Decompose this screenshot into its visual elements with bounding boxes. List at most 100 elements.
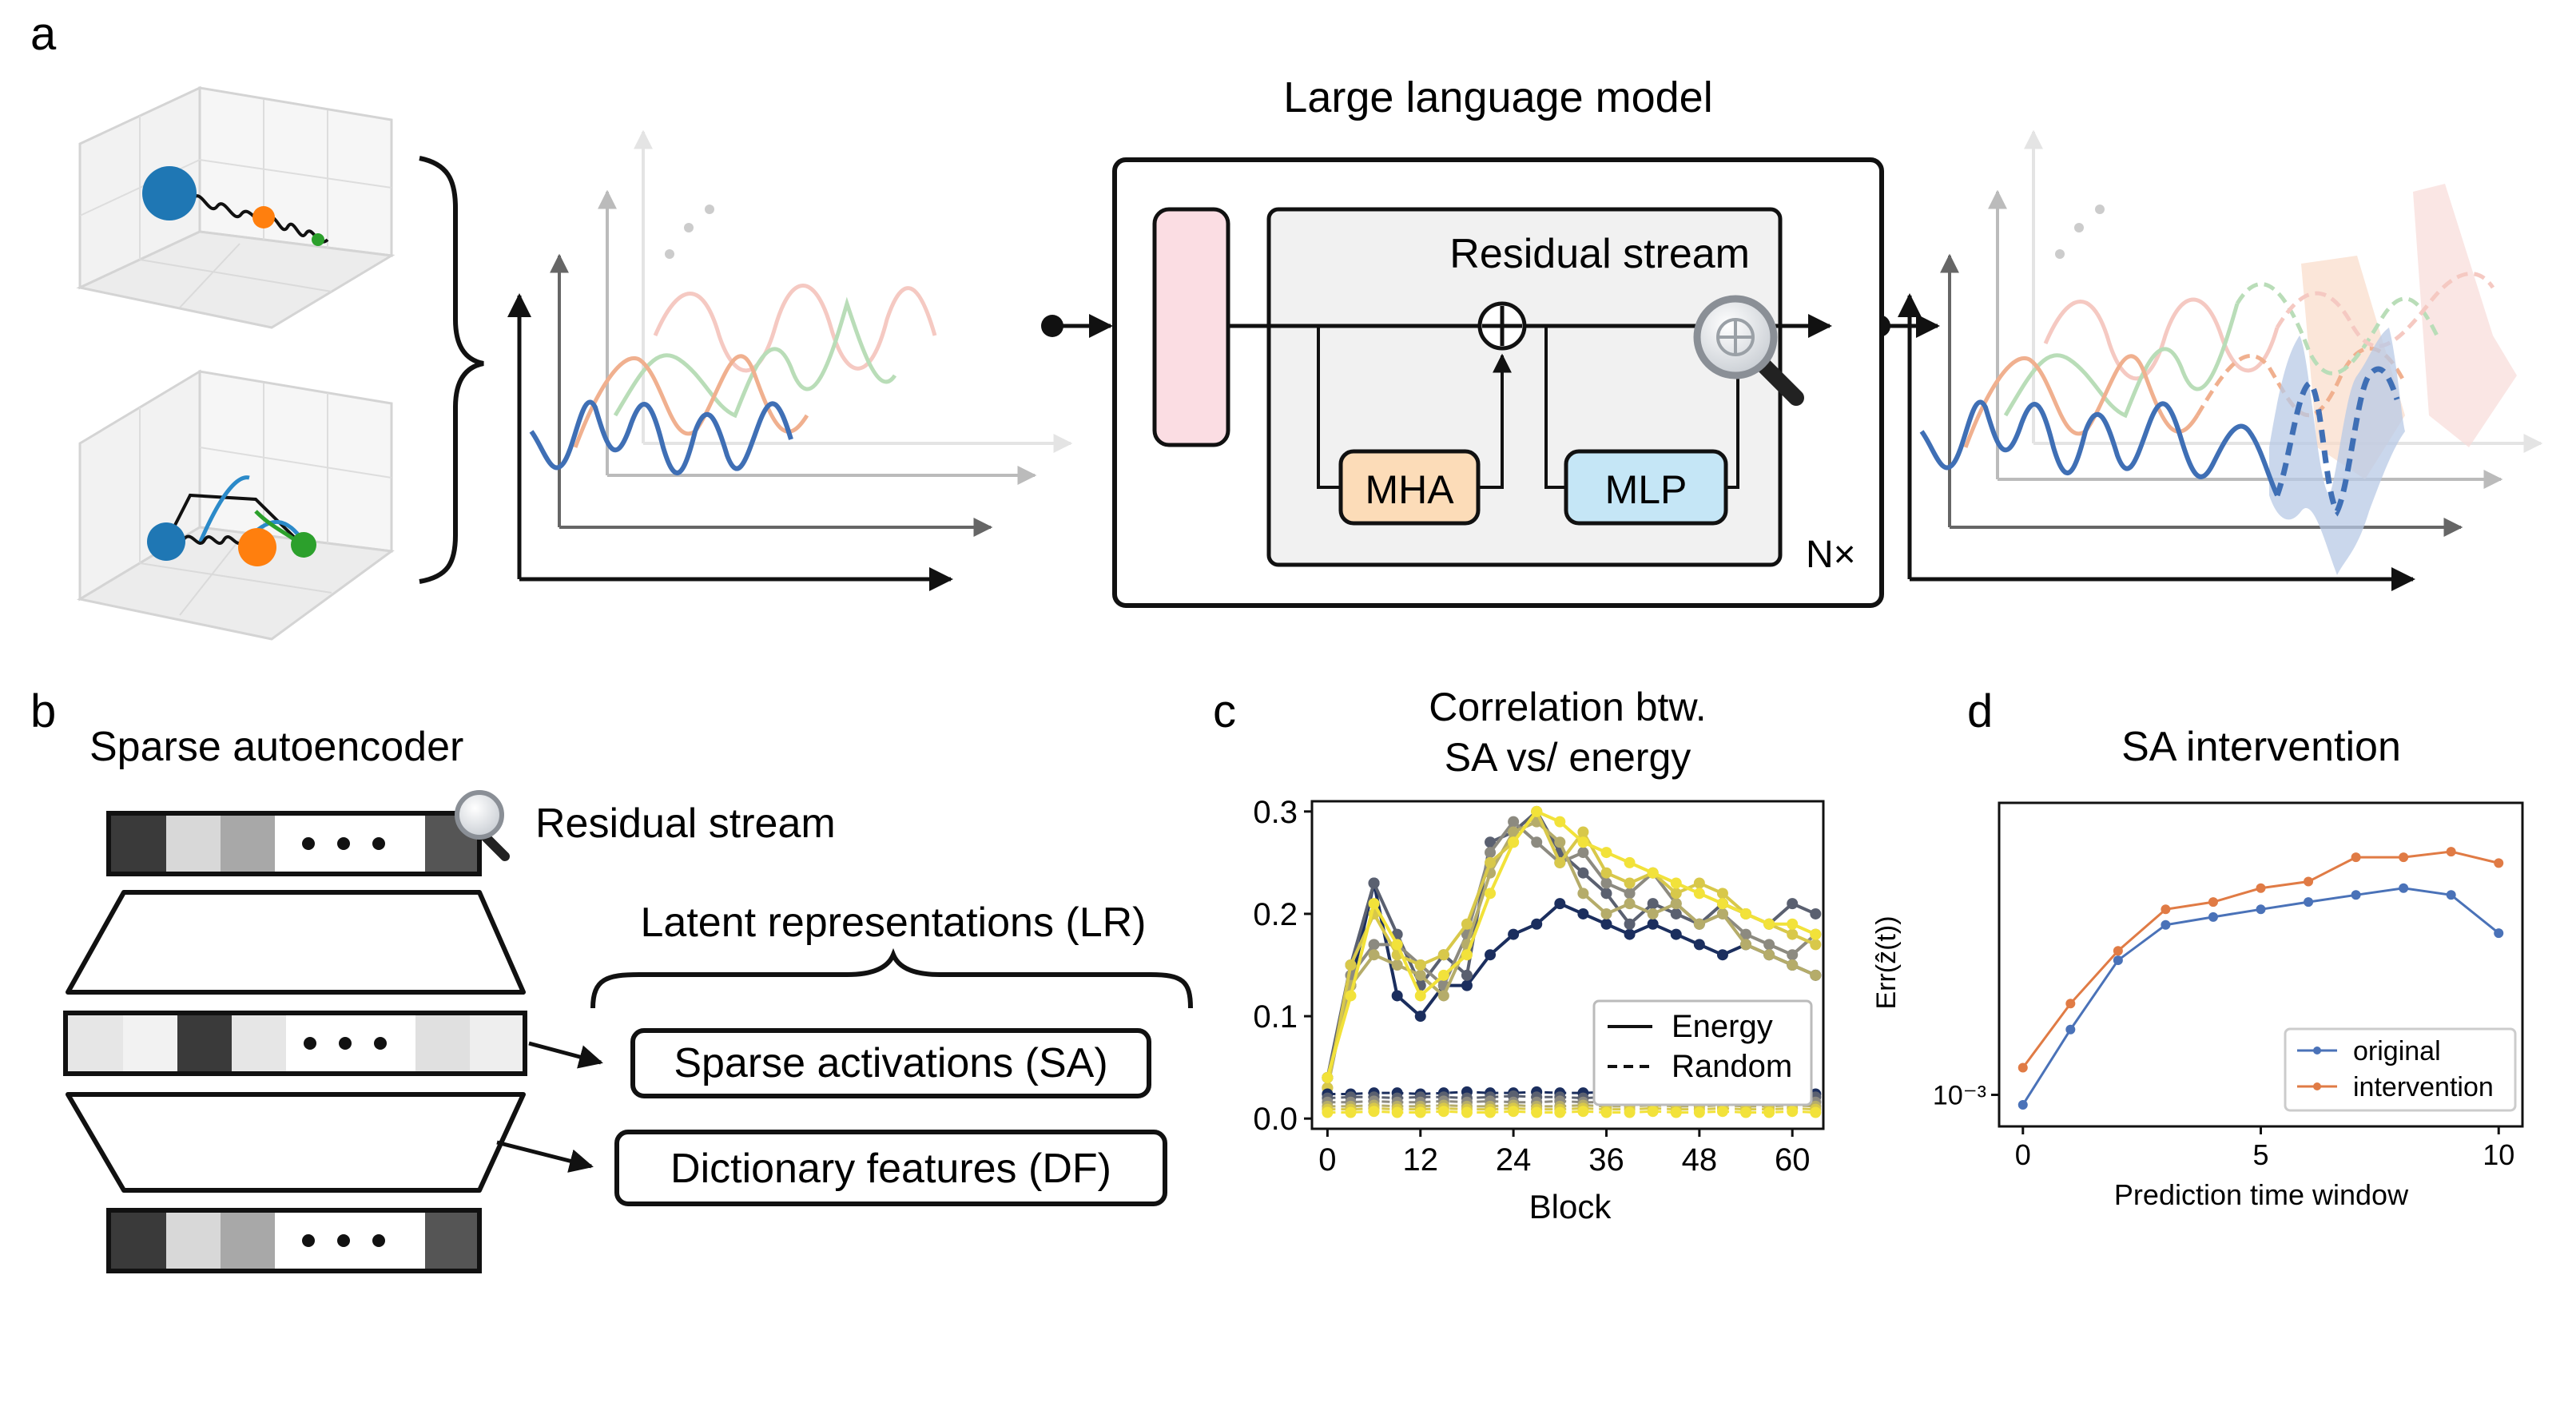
- chart-c-point: [1577, 1106, 1589, 1118]
- chart-d-point-intervention: [2113, 946, 2123, 956]
- chart-c-point: [1485, 847, 1497, 859]
- chart-c-point: [1391, 990, 1403, 1002]
- chart-c-point: [1600, 888, 1612, 900]
- chart-c-point: [1624, 1106, 1636, 1118]
- chart-c-point: [1414, 990, 1426, 1002]
- chart-d-point-original: [2399, 883, 2409, 893]
- chart-d-point-original: [2017, 1099, 2028, 1110]
- sae-latent-vector: [63, 1011, 527, 1076]
- chart-c-point: [1368, 877, 1380, 889]
- chart-d-point-original: [2256, 904, 2266, 915]
- chart-d-legend: original intervention: [2284, 1027, 2517, 1112]
- chart-c-point: [1624, 877, 1636, 889]
- chart-c-point: [1461, 918, 1473, 930]
- sparse-activations-label: Sparse activations (SA): [674, 1040, 1107, 1086]
- chart-c-point: [1600, 867, 1612, 879]
- dictionary-features-box: [614, 1130, 1167, 1206]
- chart-c-point: [1461, 969, 1473, 981]
- chart-c-point: [1508, 826, 1520, 838]
- curly-brace: [419, 156, 484, 584]
- chart-c-point: [1554, 1106, 1566, 1118]
- chart-c-title-line-1: Correlation btw.: [1429, 685, 1706, 729]
- chart-c-point: [1647, 898, 1659, 910]
- chart-c-point: [1670, 1106, 1682, 1118]
- sae-title: Sparse autoencoder: [89, 724, 463, 770]
- spring-system-3d-bottom: [76, 369, 395, 641]
- chart-c-point: [1437, 1106, 1449, 1118]
- chart-c-point: [1716, 888, 1728, 900]
- chart-c-point: [1624, 928, 1636, 940]
- chart-d-xtick-label: 0: [2015, 1138, 2031, 1171]
- chart-c-point: [1391, 959, 1403, 971]
- chart-c-point: [1716, 898, 1728, 910]
- chart-d-xtick-label: 5: [2252, 1138, 2268, 1171]
- chart-c-series-line: [1326, 883, 1817, 1078]
- chart-c-point: [1740, 908, 1752, 919]
- chart-d-point-intervention: [2208, 897, 2218, 908]
- chart-c-point: [1485, 1106, 1497, 1118]
- chart-c-point: [1670, 928, 1682, 940]
- chart-c-series-line: [1326, 819, 1817, 1089]
- chart-c-point: [1368, 1106, 1380, 1118]
- chart-d-point-original: [2494, 928, 2504, 939]
- chart-d-point-intervention: [2017, 1062, 2028, 1073]
- chart-c-point: [1485, 949, 1497, 961]
- chart-c-point: [1787, 898, 1799, 910]
- chart-c-point: [1368, 939, 1380, 951]
- residual-stream-label: Residual stream: [1449, 231, 1750, 277]
- chart-d-legend-intervention: intervention: [2353, 1072, 2494, 1102]
- chart-c-point: [1716, 949, 1728, 961]
- chart-c-ytick-label: 0.1: [1253, 999, 1298, 1035]
- chart-c-xtick-label: 0: [1318, 1142, 1336, 1178]
- dictionary-features-label: Dictionary features (DF): [670, 1146, 1111, 1192]
- chart-c-point: [1368, 898, 1380, 910]
- chart-c-point: [1787, 959, 1799, 971]
- chart-c-point: [1600, 918, 1612, 930]
- chart-c-point: [1414, 959, 1426, 971]
- chart-d-title: SA intervention: [2121, 724, 2401, 770]
- chart-c-point: [1763, 939, 1775, 951]
- chart-c-point: [1531, 836, 1543, 848]
- chart-c-point: [1670, 898, 1682, 910]
- chart-c-point: [1345, 990, 1357, 1002]
- mha-label: MHA: [1365, 467, 1454, 512]
- chart-c-point: [1763, 918, 1775, 930]
- chart-d-point-intervention: [2065, 999, 2076, 1009]
- chart-c-point: [1485, 836, 1497, 848]
- chart-c-xtick-label: 12: [1403, 1142, 1439, 1178]
- chart-c-point: [1787, 1106, 1799, 1118]
- encoder-trapezoid: [66, 890, 526, 995]
- chart-c-point: [1624, 856, 1636, 868]
- chart-d-point-intervention: [2351, 852, 2361, 863]
- mass-blue-icon: [142, 166, 197, 220]
- chart-c-point: [1508, 1106, 1520, 1118]
- chart-c-ytick-label: 0.2: [1253, 897, 1298, 932]
- chart-c-point: [1508, 836, 1520, 848]
- chart-c-point: [1693, 939, 1705, 951]
- chart-c-point: [1670, 888, 1682, 900]
- chart-c-point: [1600, 877, 1612, 889]
- chart-c-point: [1577, 826, 1589, 838]
- chart-c-point: [1554, 898, 1566, 910]
- mlp-block: [1564, 449, 1728, 526]
- chart-d-point-intervention: [2446, 847, 2456, 857]
- latent-representations-label: Latent representations (LR): [640, 900, 1146, 946]
- chart-d-point-intervention: [2304, 876, 2314, 887]
- chart-d-point-intervention: [2161, 904, 2171, 915]
- chart-c-point: [1693, 888, 1705, 900]
- chart-c-xlabel: Block: [1529, 1188, 1612, 1225]
- layer-repeat-label: N×: [1806, 534, 1856, 576]
- chart-c-point: [1322, 1106, 1334, 1118]
- mass-orange-icon: [252, 206, 275, 228]
- chart-c-point: [1787, 949, 1799, 961]
- chart-c-point: [1624, 918, 1636, 930]
- chart-c-legend-energy: Energy: [1672, 1009, 1773, 1044]
- chart-c-point: [1577, 847, 1589, 859]
- chart-c-point: [1647, 908, 1659, 919]
- chart-d-point-original: [2161, 919, 2171, 930]
- chart-c-point: [1485, 888, 1497, 900]
- chart-c-point: [1322, 1071, 1334, 1083]
- chart-c-point: [1345, 959, 1357, 971]
- chart-c-point: [1437, 949, 1449, 961]
